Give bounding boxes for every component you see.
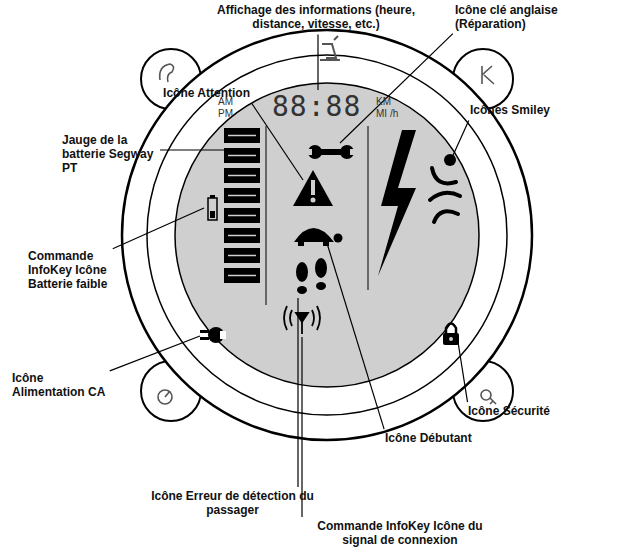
- rider-icon: [320, 36, 340, 60]
- gauge-bar-line: [228, 275, 256, 277]
- gauge-bar-line: [228, 135, 256, 137]
- rider-detect-footprint-icon: [296, 258, 327, 294]
- low-battery-icon: [210, 211, 215, 218]
- gauge-bar: [224, 248, 260, 263]
- gauge-bar: [224, 208, 260, 223]
- battery-gauge: [224, 128, 260, 283]
- lightning-icon: [378, 130, 416, 276]
- wrench-icon: [304, 149, 312, 155]
- leader-line: [317, 35, 318, 90]
- warning-icon: [311, 180, 315, 195]
- gauge-bar-line: [228, 175, 256, 177]
- display-divider: [367, 126, 368, 290]
- callout-label: Icône Attention: [150, 87, 250, 101]
- beginner-turtle-icon: [294, 228, 334, 242]
- connection-signal-icon: [312, 310, 314, 326]
- callout-label: Icône clé anglaise (Réparation): [455, 4, 577, 32]
- smiley-icon: [430, 193, 460, 200]
- button-icon: [158, 64, 496, 404]
- callout-label: Commande InfoKey Icône du signal de conn…: [300, 520, 500, 548]
- security-lock-icon: [443, 324, 459, 346]
- ac-power-icon: [200, 337, 209, 340]
- inner-ring: [147, 55, 507, 415]
- beginner-turtle-icon: [334, 234, 343, 243]
- leader-line: [340, 34, 453, 143]
- button-icon: [160, 64, 174, 82]
- low-battery-icon: [208, 198, 217, 220]
- connection-signal-icon: [290, 310, 292, 326]
- smiley-icon: [432, 168, 456, 183]
- callout-label: Icône Alimentation CA: [12, 372, 107, 400]
- warning-icon: [293, 170, 333, 206]
- lcd-unit: KM: [376, 97, 416, 107]
- callout-label: Icône Sécurité: [468, 405, 573, 419]
- lcd-unit: MI /h: [376, 109, 416, 119]
- leader-line: [458, 342, 468, 402]
- rider-detect-footprint-icon: [297, 286, 307, 294]
- smiley-icon: [434, 211, 458, 222]
- watch-bezel: [122, 30, 532, 440]
- display-divider: [266, 126, 368, 305]
- connection-signal-icon: [284, 306, 320, 334]
- gauge-bar-line: [228, 195, 256, 197]
- low-battery-icon: [210, 195, 215, 198]
- lcd-display: [175, 83, 479, 387]
- display-divider: [265, 126, 266, 305]
- gauge-bar-line: [228, 235, 256, 237]
- button-icon: [158, 390, 172, 404]
- button-icon: [490, 398, 496, 404]
- smiley-icon: [444, 154, 456, 166]
- gauge-bar: [224, 228, 260, 243]
- button-icon: [165, 391, 170, 397]
- button-icon: [482, 66, 494, 84]
- rider-detect-footprint-icon: [315, 258, 327, 278]
- wrench-icon: [304, 145, 358, 159]
- gauge-bar-line: [228, 215, 256, 217]
- warning-icon: [311, 198, 316, 203]
- gauge-bar: [224, 148, 260, 163]
- leader-line: [110, 336, 200, 371]
- security-lock-icon: [443, 333, 459, 345]
- lcd-unit: AM: [218, 97, 248, 107]
- smiley-icon: [430, 154, 460, 222]
- connection-signal-icon: [301, 320, 303, 334]
- lcd-digits: 88:88: [272, 93, 372, 121]
- leader-line: [160, 149, 224, 150]
- gauge-bar: [224, 128, 260, 143]
- gauge-bar-line: [228, 155, 256, 157]
- callout-label: Icônes Smiley: [470, 104, 565, 118]
- warning-icon: [293, 170, 333, 206]
- leader-line: [326, 240, 384, 429]
- connection-signal-icon: [317, 306, 320, 330]
- leader-line: [450, 121, 469, 162]
- callout-label: Jauge de la batterie Segway PT: [62, 134, 157, 175]
- ac-power-icon: [200, 330, 209, 333]
- gauge-bar: [224, 168, 260, 183]
- callout-label: Affichage des informations (heure, dista…: [210, 4, 422, 32]
- rider-detect-footprint-icon: [316, 282, 326, 290]
- leader-line: [297, 298, 298, 487]
- ac-power-icon: [200, 327, 226, 343]
- low-battery-icon: [208, 195, 217, 220]
- beginner-turtle-icon: [298, 241, 304, 246]
- gauge-bar: [224, 268, 260, 283]
- beginner-turtle-icon: [294, 228, 343, 246]
- wrench-icon: [350, 149, 358, 155]
- security-lock-icon: [449, 337, 453, 341]
- security-lock-icon: [446, 324, 456, 335]
- connection-signal-icon: [284, 306, 287, 330]
- gauge-bar: [224, 188, 260, 203]
- lcd-unit: PM: [218, 109, 248, 119]
- gauge-bar-line: [228, 255, 256, 257]
- leader-line: [113, 208, 204, 249]
- callout-label: Icône Erreur de détection du passager: [150, 490, 315, 518]
- ac-power-icon: [220, 331, 226, 339]
- callout-label: Commande InfoKey Icône Batterie faible: [28, 250, 110, 291]
- rider-detect-footprint-icon: [296, 262, 308, 282]
- callout-label: Icône Débutant: [385, 432, 490, 446]
